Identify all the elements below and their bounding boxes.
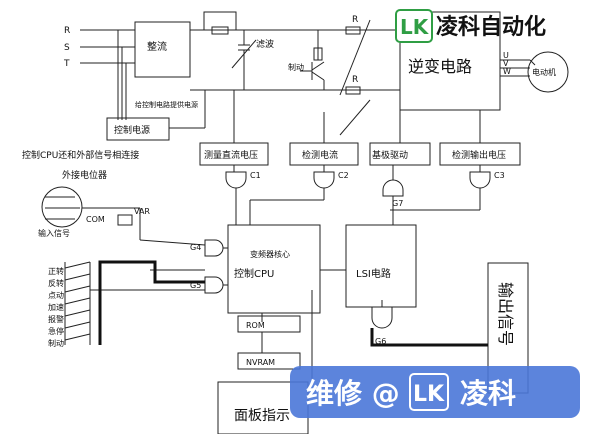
r-top-label: R (352, 15, 358, 25)
switch-label: 加速 (48, 302, 64, 312)
w-label: W (503, 67, 511, 76)
watermark-text: 维修 @ (306, 377, 400, 410)
var-label: VAR (134, 207, 150, 216)
gate-c1-label: C1 (250, 171, 261, 180)
switch-label: 制动 (48, 338, 64, 348)
switch-label: 报警 (48, 314, 64, 324)
rom-label: ROM (246, 321, 265, 330)
brand-logo: LK 凌科自动化 (395, 9, 546, 43)
gate-g4-label: G4 (190, 243, 201, 252)
gate-g7-label: G7 (392, 199, 403, 208)
v-label: V (503, 59, 509, 68)
gate-g5-label: G5 (190, 281, 201, 290)
r-bottom-label: R (352, 75, 358, 85)
u-label: U (503, 51, 509, 60)
inverter-label: 逆变电路 (408, 57, 472, 76)
cpu-note-label: 控制CPU还和外部信号相连接 (22, 149, 139, 161)
core-label: 变频器核心 (250, 249, 290, 259)
com-label: COM (86, 215, 105, 224)
dc-voltage-label: 测量直流电压 (204, 149, 258, 161)
switch-label: 急停 (48, 326, 64, 336)
potentiometer-label: 外接电位器 (62, 169, 107, 181)
output-signal-label: 输出信号 (496, 282, 515, 346)
filter-label: 滤波 (256, 38, 274, 50)
input-signal-label: 输入信号 (38, 228, 70, 238)
output-voltage-label: 检测输出电压 (452, 149, 506, 161)
switch-labels: 正转 反转 点动 加速 报警 急停 制动 (48, 266, 64, 348)
logo-text: 凌科自动化 (436, 14, 546, 40)
motor-label: 电动机 (532, 67, 556, 77)
nvram-label: NVRAM (246, 358, 275, 367)
watermark-mark: LK (413, 382, 445, 407)
gate-g6-label: G6 (375, 337, 386, 346)
phase-t-label: T (63, 59, 70, 69)
base-drive-label: 基极驱动 (372, 149, 408, 161)
lsi-label: LSI电路 (356, 267, 391, 280)
gate-c2-label: C2 (338, 171, 349, 180)
watermark-banner: 维修 @ LK 凌科 (290, 366, 580, 418)
gate-c3-label: C3 (494, 171, 505, 180)
current-label: 检测电流 (302, 149, 338, 161)
brake-label: 制动 (288, 62, 304, 72)
switch-label: 点动 (48, 290, 64, 300)
phase-r-label: R (64, 26, 70, 36)
control-power-label: 控制电源 (114, 124, 150, 136)
rectifier-label: 整流 (147, 40, 167, 53)
watermark-suffix: 凌科 (460, 377, 516, 410)
control-power-note: 给控制电路提供电源 (135, 100, 198, 109)
switch-label: 正转 (48, 266, 64, 276)
panel-label: 面板指示 (234, 408, 290, 424)
switch-label: 反转 (48, 278, 64, 288)
cpu-label: 控制CPU (234, 267, 274, 280)
logo-mark: LK (400, 15, 430, 39)
phase-s-label: S (64, 43, 70, 53)
